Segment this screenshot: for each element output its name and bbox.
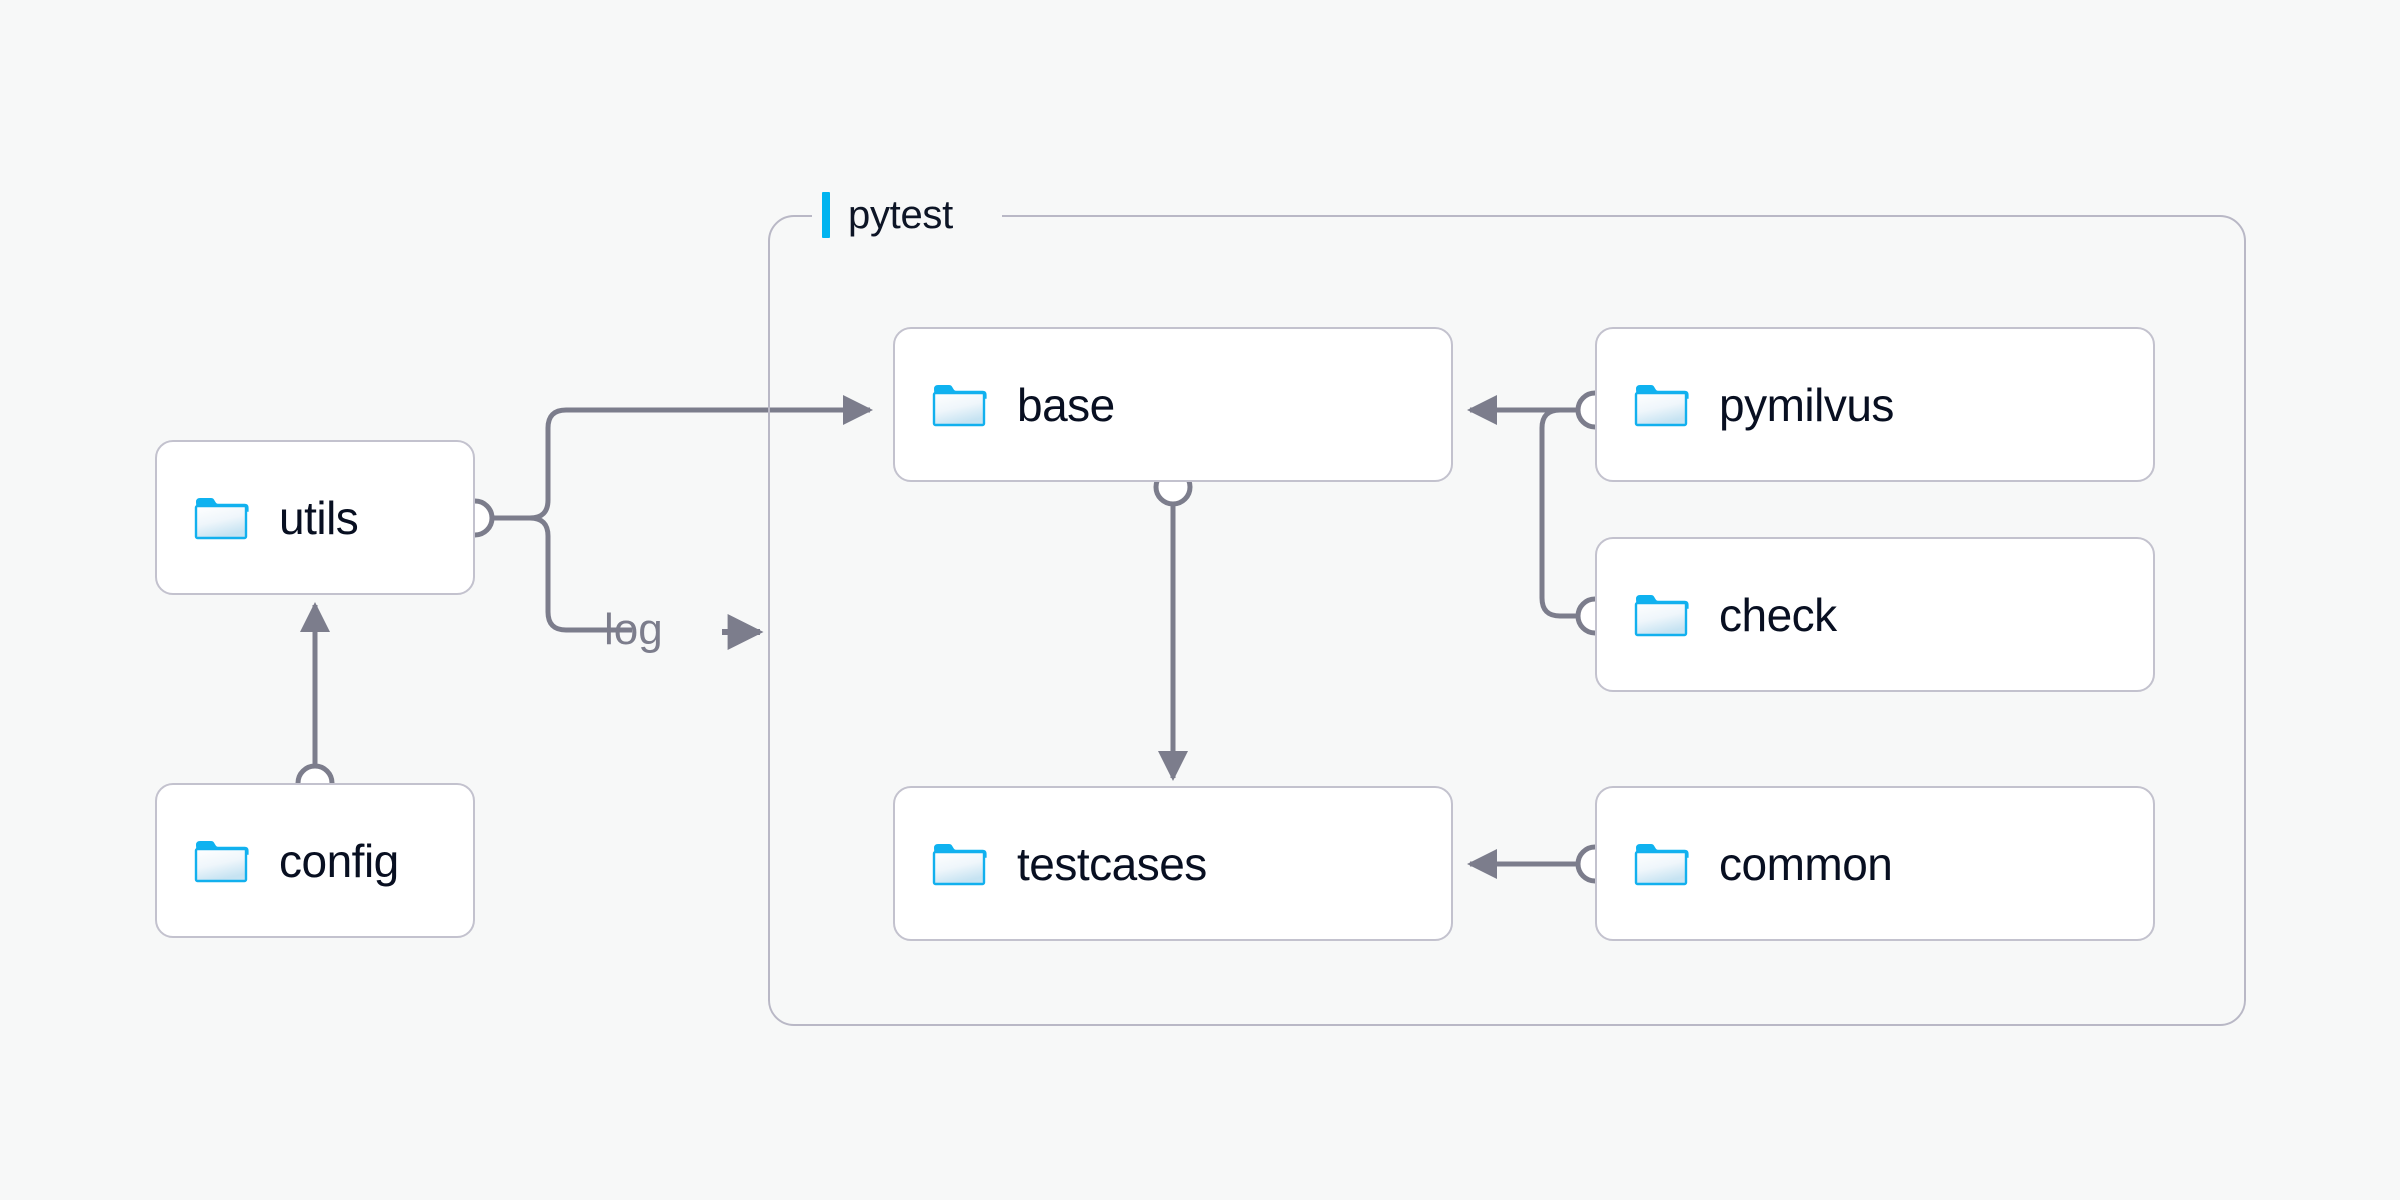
node-label: pymilvus <box>1719 378 1894 431</box>
group-accent-bar <box>822 192 830 238</box>
group-title-border-mask <box>812 208 1002 222</box>
node-label: config <box>279 834 399 887</box>
node-label: common <box>1719 837 1893 890</box>
folder-icon <box>1634 843 1689 885</box>
folder-icon <box>932 384 987 426</box>
folder-icon <box>1634 594 1689 636</box>
edge-config-to-utils <box>295 602 335 803</box>
node-utils[interactable]: utils <box>155 440 475 595</box>
folder-icon <box>194 840 249 882</box>
pytest-group-title: pytest <box>822 192 953 238</box>
edge-label-log-text: log <box>604 605 663 654</box>
pytest-group-container <box>768 215 2246 1026</box>
folder-icon <box>932 843 987 885</box>
node-testcases[interactable]: testcases <box>893 786 1453 941</box>
node-pymilvus[interactable]: pymilvus <box>1595 327 2155 482</box>
node-check[interactable]: check <box>1595 537 2155 692</box>
node-label: testcases <box>1017 837 1207 890</box>
group-title-label: pytest <box>848 193 953 237</box>
node-base[interactable]: base <box>893 327 1453 482</box>
node-label: check <box>1719 588 1837 641</box>
folder-icon <box>1634 384 1689 426</box>
edge-label-log: log <box>604 608 663 652</box>
node-label: base <box>1017 378 1115 431</box>
node-label: utils <box>279 491 359 544</box>
folder-icon <box>194 497 249 539</box>
node-common[interactable]: common <box>1595 786 2155 941</box>
node-config[interactable]: config <box>155 783 475 938</box>
